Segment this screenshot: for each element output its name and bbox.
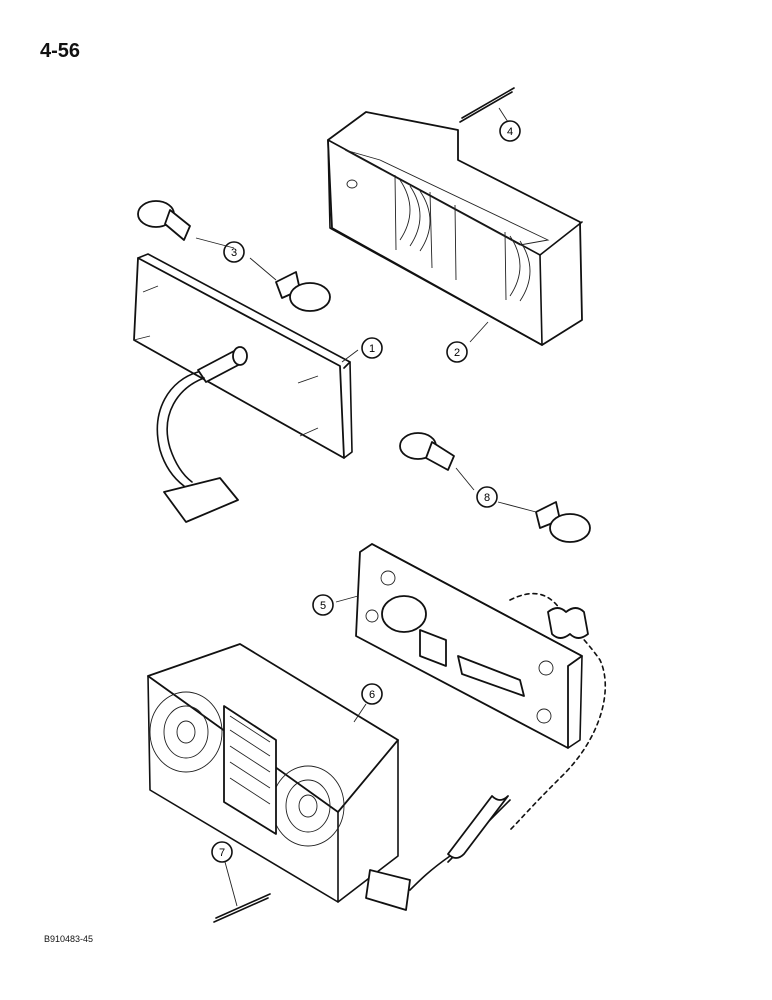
callout-7: 7 (211, 841, 233, 863)
callout-3: 3 (223, 241, 245, 263)
callout-label: 4 (507, 126, 513, 138)
bulb-part-3-a (137, 200, 191, 241)
callout-8: 8 (476, 486, 498, 508)
callout-label: 8 (484, 492, 490, 504)
callout-4: 4 (499, 120, 521, 142)
callout-label: 2 (454, 347, 460, 359)
lens-housing-part-6 (147, 643, 399, 903)
callout-1: 1 (361, 337, 383, 359)
lamp-housing-part-2 (327, 111, 583, 346)
callout-label: 7 (219, 847, 225, 859)
socket-plate-part-5 (355, 543, 607, 831)
bulb-part-3-b (275, 271, 331, 312)
callout-label: 3 (231, 247, 237, 259)
callout-label: 6 (369, 689, 375, 701)
callout-label: 1 (369, 343, 375, 355)
pin-part-7 (213, 893, 271, 923)
wire-harness (365, 795, 511, 911)
page-number: 4-56 (40, 40, 81, 62)
pin-part-4 (459, 87, 515, 123)
figure-code: B910483-45 (44, 934, 94, 944)
callout-2: 2 (446, 341, 468, 363)
callout-5: 5 (312, 594, 334, 616)
bulb-part-8-b (535, 501, 591, 543)
callout-6: 6 (361, 683, 383, 705)
lens-plate-part-1 (133, 253, 353, 523)
callout-label: 5 (320, 600, 326, 612)
bulb-part-8-a (399, 432, 455, 471)
leader-lines (195, 107, 537, 907)
